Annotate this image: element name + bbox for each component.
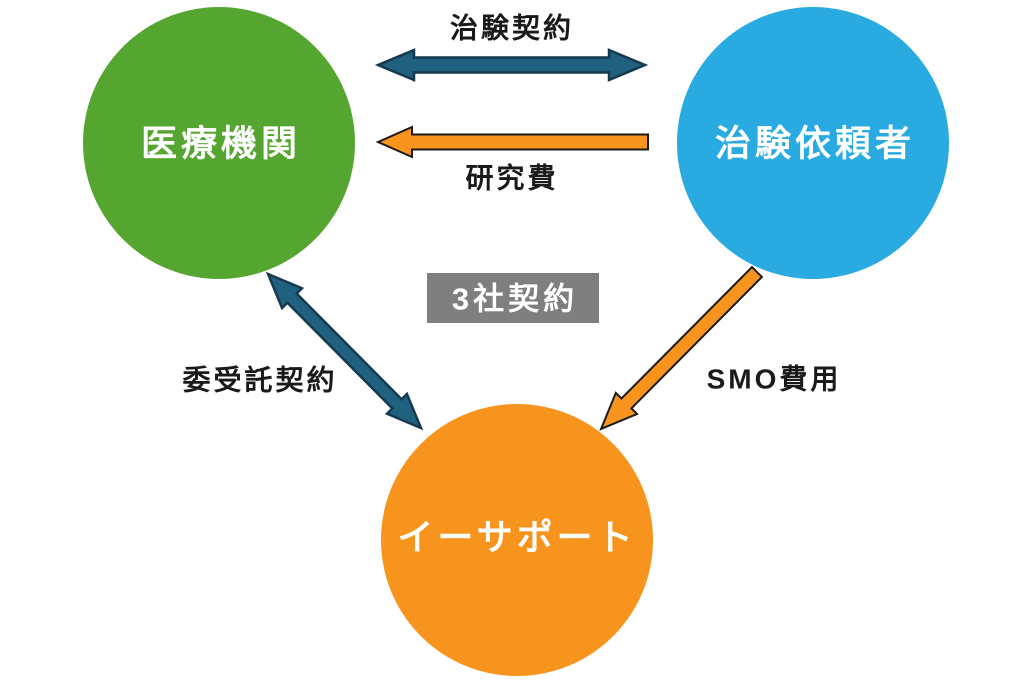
smo-fee-arrow-group: [599, 265, 764, 431]
three-party-contract-badge-label: 3社契約: [452, 282, 578, 317]
consignment-contract-arrow-group: [265, 271, 424, 431]
smo-fee-arrow: [599, 265, 764, 431]
research-fee-arrow: [375, 125, 649, 159]
trial-sponsor-node: [677, 7, 949, 279]
smo-fee-label: SMO費用: [707, 364, 842, 395]
trial-contract-arrow: [374, 48, 649, 82]
trial-sponsor-label: 治験依頼者: [715, 123, 915, 164]
consignment-contract-arrow: [265, 271, 424, 431]
esupport-node: [381, 404, 653, 676]
three-party-contract-badge: [427, 273, 599, 323]
consignment-contract-label: 委受託契約: [181, 364, 337, 396]
trial-contract-label: 治験契約: [450, 12, 574, 44]
medical-institution-node: [83, 7, 355, 279]
medical-institution-label: 医療機関: [141, 123, 301, 164]
esupport-label: イーサポート: [397, 517, 636, 558]
research-fee-label: 研究費: [465, 162, 558, 194]
